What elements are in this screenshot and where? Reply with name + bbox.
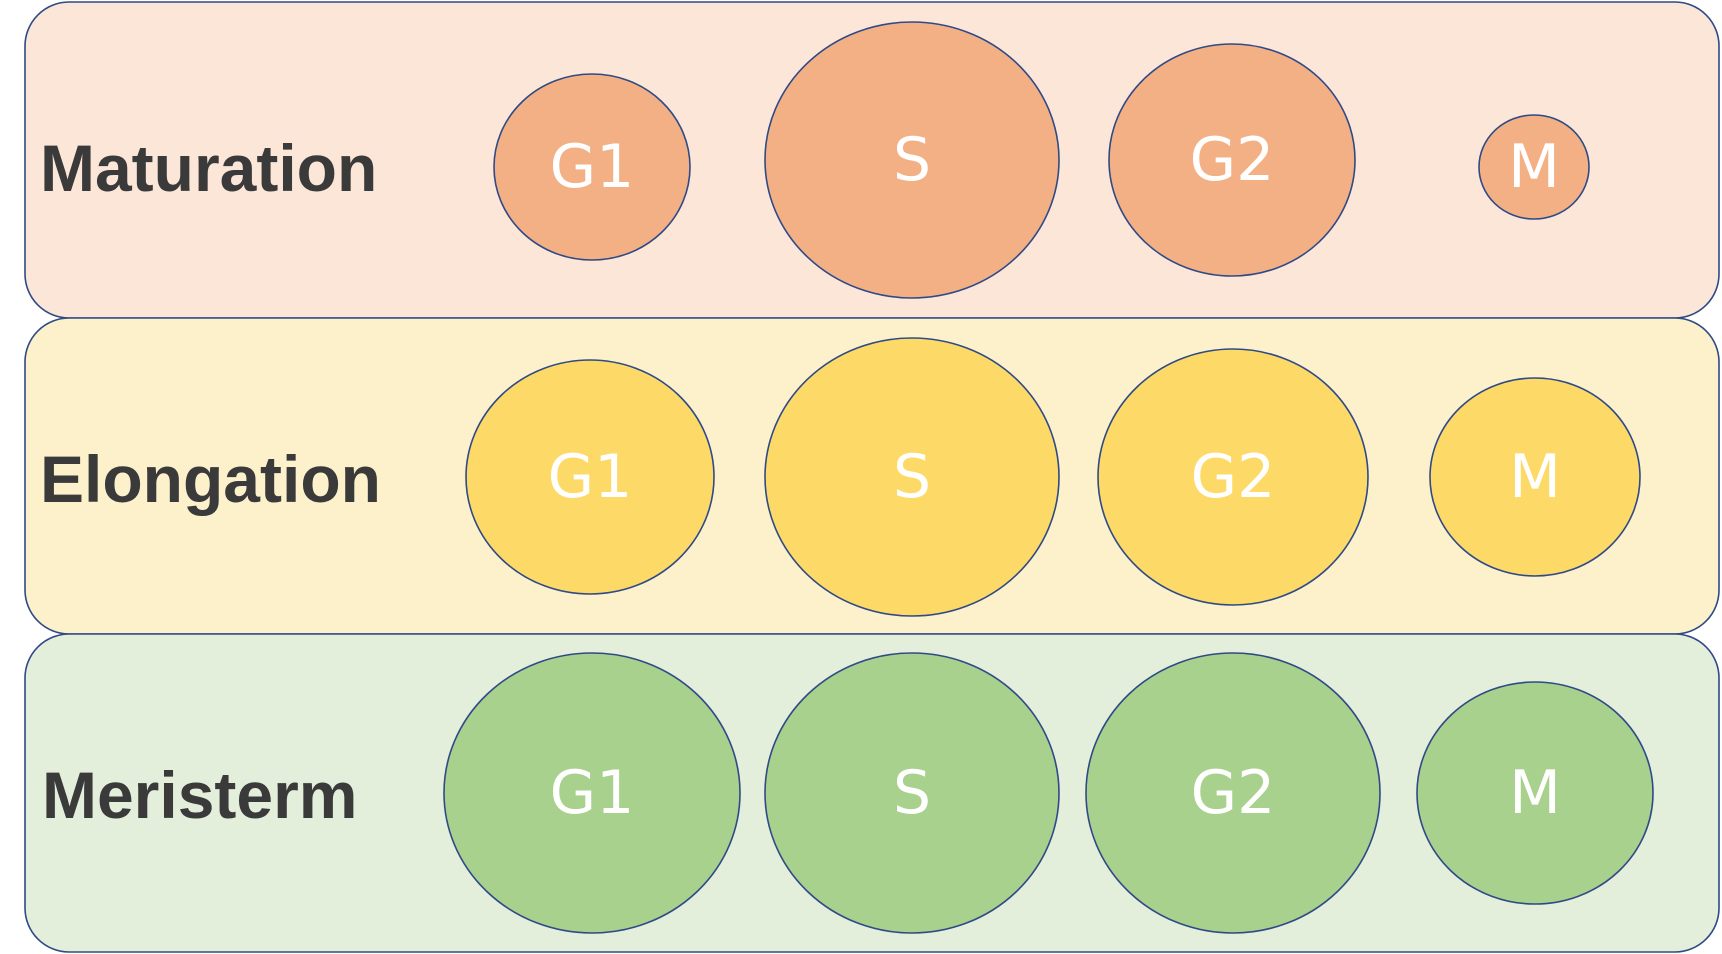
phase-s-label: S [893, 758, 931, 828]
phase-g1: G1 [465, 359, 715, 595]
phase-g2: G2 [1085, 652, 1381, 934]
phase-g1-label: G1 [550, 758, 635, 828]
phase-m-circle [1416, 681, 1654, 905]
phase-g2: G2 [1097, 348, 1369, 606]
phase-s: S [764, 21, 1060, 299]
phase-g1-label: G1 [548, 442, 633, 512]
phase-m-label: M [1509, 442, 1561, 512]
phase-g2-label: G2 [1190, 125, 1275, 195]
phase-g2-label: G2 [1191, 758, 1276, 828]
phase-m: M [1416, 681, 1654, 905]
phase-g2-circle [1085, 652, 1381, 934]
phase-g1: G1 [493, 73, 691, 261]
phase-s-circle [764, 21, 1060, 299]
phase-s: S [764, 337, 1060, 617]
phase-g2-label: G2 [1191, 442, 1276, 512]
band-elongation: Elongation G1 S G2 M [24, 317, 1720, 635]
phase-g1: G1 [443, 652, 741, 934]
phase-g2-circle [1108, 43, 1356, 277]
phase-m: M [1478, 114, 1590, 220]
phase-m-label: M [1508, 132, 1560, 202]
phase-m-circle [1478, 114, 1590, 220]
phase-g1-label: G1 [550, 132, 635, 202]
phase-s-circle [764, 337, 1060, 617]
phase-m-label: M [1509, 758, 1561, 828]
phase-s: S [764, 652, 1060, 934]
band-meristerm-label: Meristerm [42, 758, 357, 832]
phase-g2-circle [1097, 348, 1369, 606]
phase-g1-circle [493, 73, 691, 261]
band-meristerm: Meristerm G1 S G2 M [24, 633, 1720, 953]
phase-g1-circle [465, 359, 715, 595]
phase-s-label: S [893, 442, 931, 512]
phase-s-circle [764, 652, 1060, 934]
phase-g1-circle [443, 652, 741, 934]
band-elongation-label: Elongation [40, 442, 381, 516]
phase-g2: G2 [1108, 43, 1356, 277]
band-maturation-label: Maturation [40, 131, 377, 205]
phase-m-circle [1429, 377, 1641, 577]
phase-s-label: S [893, 125, 931, 195]
phase-m: M [1429, 377, 1641, 577]
band-maturation: Maturation G1 S G2 M [24, 1, 1720, 319]
